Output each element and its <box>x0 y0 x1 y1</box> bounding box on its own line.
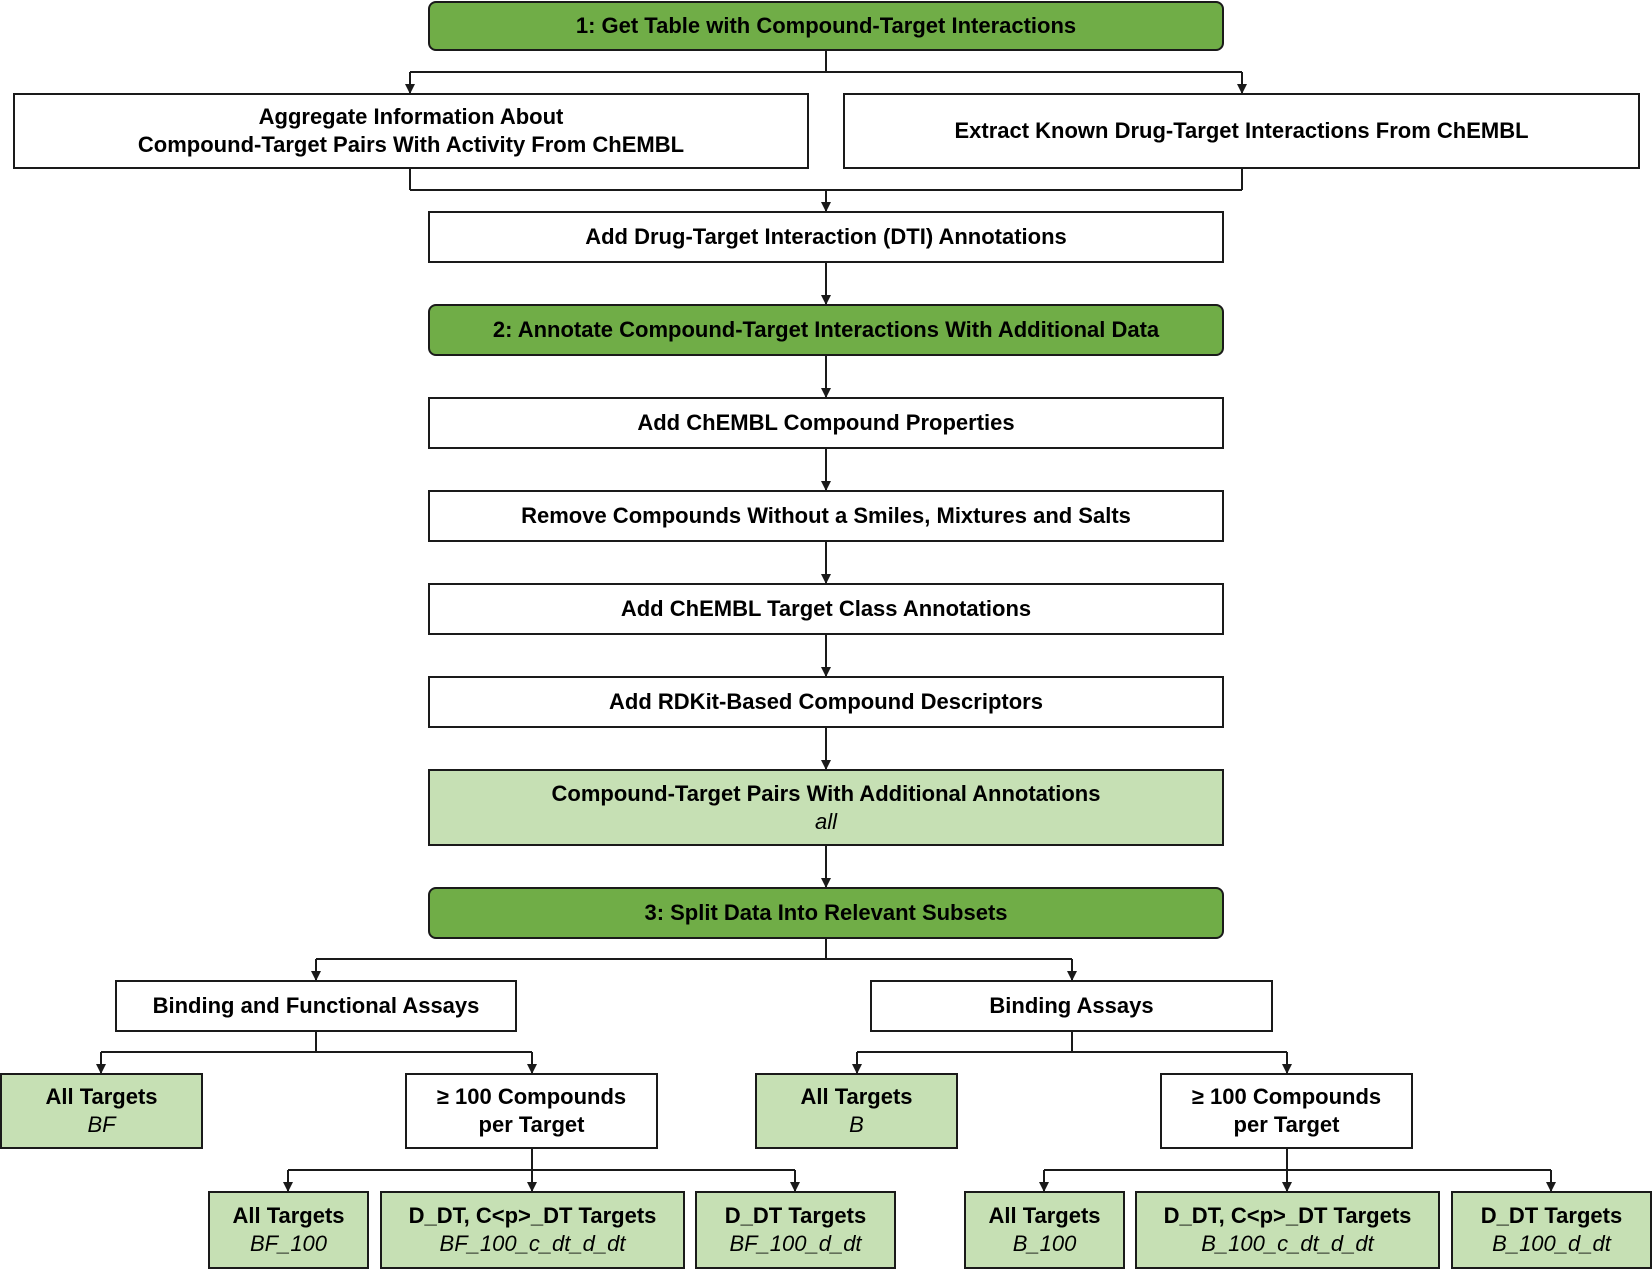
b-all-targets-box: All Targets B <box>755 1073 958 1149</box>
pairs-label: Compound-Target Pairs With Additional An… <box>551 780 1101 806</box>
aggregate-line1: Aggregate Information About <box>258 104 564 129</box>
bf-100-line2: per Target <box>478 1112 585 1137</box>
bf100-cdt-ddt-box: D_DT, C<p>_DT Targets BF_100_c_dt_d_dt <box>380 1191 685 1269</box>
remove-box: Remove Compounds Without a Smiles, Mixtu… <box>428 490 1224 542</box>
step3-title: 3: Split Data Into Relevant Subsets <box>644 900 1008 925</box>
b100-cdt-ddt-label: D_DT, C<p>_DT Targets <box>1163 1203 1412 1228</box>
aggregate-box: Aggregate Information About Compound-Tar… <box>13 93 809 169</box>
bf100-cdt-ddt-subset: BF_100_c_dt_d_dt <box>439 1231 626 1256</box>
extract-box: Extract Known Drug-Target Interactions F… <box>843 93 1640 169</box>
bf100-cdt-ddt-label: D_DT, C<p>_DT Targets <box>408 1203 657 1228</box>
b-100-line2: per Target <box>1233 1112 1340 1137</box>
add-props-box: Add ChEMBL Compound Properties <box>428 397 1224 449</box>
step2-header: 2: Annotate Compound-Target Interactions… <box>428 304 1224 356</box>
add-class-box: Add ChEMBL Target Class Annotations <box>428 583 1224 635</box>
add-dti-label: Add Drug-Target Interaction (DTI) Annota… <box>585 224 1067 249</box>
remove-label: Remove Compounds Without a Smiles, Mixtu… <box>521 503 1131 528</box>
b100-cdt-ddt-subset: B_100_c_dt_d_dt <box>1201 1231 1374 1256</box>
extract-label: Extract Known Drug-Target Interactions F… <box>954 118 1529 143</box>
step1-title: 1: Get Table with Compound-Target Intera… <box>575 13 1077 38</box>
bf-100-line1: ≥ 100 Compounds <box>436 1084 627 1109</box>
step1-header: 1: Get Table with Compound-Target Intera… <box>428 1 1224 51</box>
b100-all-targets-subset: B_100 <box>1012 1231 1077 1256</box>
step3-header: 3: Split Data Into Relevant Subsets <box>428 887 1224 939</box>
bf-all-targets-subset: BF <box>87 1112 116 1137</box>
bf-all-targets-box: All Targets BF <box>0 1073 203 1149</box>
bf100-ddt-label: D_DT Targets <box>724 1203 867 1228</box>
b100-all-targets-box: All Targets B_100 <box>964 1191 1125 1269</box>
step2-title: 2: Annotate Compound-Target Interactions… <box>492 317 1160 342</box>
b-all-targets-label: All Targets <box>800 1084 913 1109</box>
add-props-label: Add ChEMBL Compound Properties <box>637 410 1015 435</box>
b-100-line1: ≥ 100 Compounds <box>1191 1084 1382 1109</box>
bf-all-targets-label: All Targets <box>45 1084 158 1109</box>
add-class-label: Add ChEMBL Target Class Annotations <box>620 596 1032 621</box>
bf-100-compounds-box: ≥ 100 Compounds per Target <box>405 1073 658 1149</box>
b-assays-box: Binding Assays <box>870 980 1273 1032</box>
add-rdkit-box: Add RDKit-Based Compound Descriptors <box>428 676 1224 728</box>
bf-assays-label: Binding and Functional Assays <box>152 993 480 1018</box>
bf100-ddt-box: D_DT Targets BF_100_d_dt <box>695 1191 896 1269</box>
pairs-box: Compound-Target Pairs With Additional An… <box>428 769 1224 846</box>
bf100-ddt-subset: BF_100_d_dt <box>729 1231 862 1256</box>
bf100-all-targets-label: All Targets <box>232 1203 345 1228</box>
add-dti-box: Add Drug-Target Interaction (DTI) Annota… <box>428 211 1224 263</box>
bf100-all-targets-subset: BF_100 <box>249 1231 328 1256</box>
b100-ddt-label: D_DT Targets <box>1480 1203 1623 1228</box>
b100-cdt-ddt-box: D_DT, C<p>_DT Targets B_100_c_dt_d_dt <box>1135 1191 1440 1269</box>
b100-ddt-subset: B_100_d_dt <box>1492 1231 1611 1256</box>
b100-all-targets-label: All Targets <box>988 1203 1101 1228</box>
pairs-subset: all <box>814 808 837 834</box>
b-all-targets-subset: B <box>849 1112 864 1137</box>
add-rdkit-label: Add RDKit-Based Compound Descriptors <box>609 689 1043 714</box>
bf100-all-targets-box: All Targets BF_100 <box>208 1191 369 1269</box>
b100-ddt-box: D_DT Targets B_100_d_dt <box>1451 1191 1652 1269</box>
bf-assays-box: Binding and Functional Assays <box>115 980 517 1032</box>
b-100-compounds-box: ≥ 100 Compounds per Target <box>1160 1073 1413 1149</box>
b-assays-label: Binding Assays <box>989 993 1154 1018</box>
aggregate-line2: Compound-Target Pairs With Activity From… <box>137 132 685 157</box>
